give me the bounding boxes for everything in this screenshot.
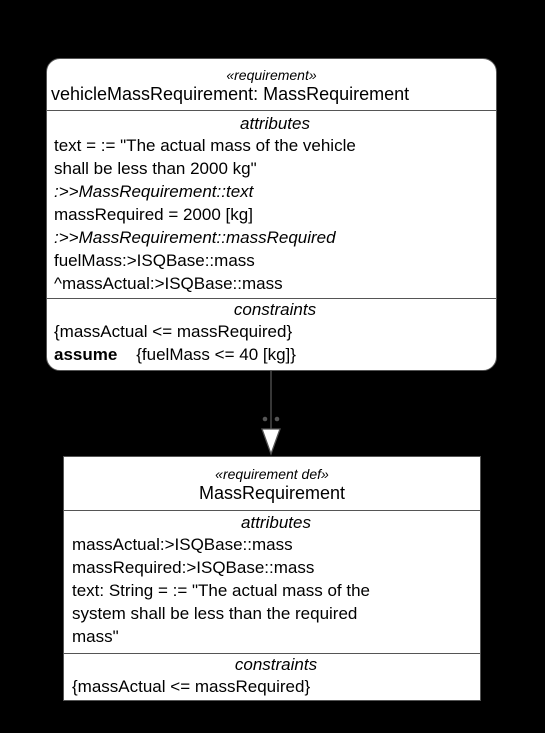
definition-arrowhead-icon xyxy=(261,428,281,456)
requirement-usage-box[interactable]: «requirement» vehicleMassRequirement: Ma… xyxy=(46,58,497,371)
def-name: MassRequirement xyxy=(198,483,346,503)
usage-name: vehicleMassRequirement: MassRequirement xyxy=(51,84,410,104)
usage-constraints-compartment: constraints {massActual <= massRequired}… xyxy=(47,299,496,366)
def-constraints-compartment: constraints {massActual <= massRequired} xyxy=(64,654,480,698)
usage-stereotype: «requirement» xyxy=(226,67,317,83)
usage-attributes-title: attributes xyxy=(240,114,310,133)
def-attributes-compartment: attributes massActual:>ISQBase::mass mas… xyxy=(64,511,480,648)
usage-attribute-line: shall be less than 2000 kg" xyxy=(54,159,257,178)
requirement-def-box[interactable]: «requirement def» MassRequirement attrib… xyxy=(63,456,481,701)
usage-attribute-line: ^massActual:>ISQBase::mass xyxy=(54,274,283,293)
requirement-def-header: «requirement def» MassRequirement xyxy=(64,457,480,504)
usage-compartment-divider xyxy=(47,298,496,299)
def-attribute-line: mass" xyxy=(72,627,119,646)
usage-compartment-divider xyxy=(47,110,496,111)
def-stereotype: «requirement def» xyxy=(215,466,329,482)
usage-attribute-line: :>>MassRequirement::massRequired xyxy=(54,228,336,247)
def-constraints-title: constraints xyxy=(234,655,318,674)
usage-assume-line: assume {fuelMass <= 40 [kg]} xyxy=(54,343,496,366)
def-attribute-line: massActual:>ISQBase::mass xyxy=(72,535,293,554)
usage-attribute-line: text = := "The actual mass of the vehicl… xyxy=(54,136,356,155)
def-constraint-line: {massActual <= massRequired} xyxy=(72,677,311,696)
usage-attribute-line: :>>MassRequirement::text xyxy=(54,182,254,201)
definition-edge-dot-right xyxy=(274,416,280,422)
definition-edge-dot-left xyxy=(262,416,268,422)
assume-expression: {fuelMass <= 40 [kg]} xyxy=(136,345,296,364)
usage-constraint-line: {massActual <= massRequired} xyxy=(54,322,293,341)
assume-keyword: assume xyxy=(54,345,118,364)
usage-constraints-title: constraints xyxy=(233,300,317,319)
def-attribute-line: massRequired:>ISQBase::mass xyxy=(72,558,315,577)
def-attribute-line: text: String = := "The actual mass of th… xyxy=(72,581,371,600)
usage-attribute-line: fuelMass:>ISQBase::mass xyxy=(54,251,255,270)
def-attribute-line: system shall be less than the required xyxy=(72,604,358,623)
def-compartment-divider xyxy=(64,510,480,511)
usage-attributes-compartment: attributes text = := "The actual mass of… xyxy=(47,111,496,295)
requirement-usage-header: «requirement» vehicleMassRequirement: Ma… xyxy=(47,59,496,105)
usage-attribute-line: massRequired = 2000 [kg] xyxy=(54,205,253,224)
def-compartment-divider xyxy=(64,653,480,654)
def-attributes-title: attributes xyxy=(241,513,311,532)
